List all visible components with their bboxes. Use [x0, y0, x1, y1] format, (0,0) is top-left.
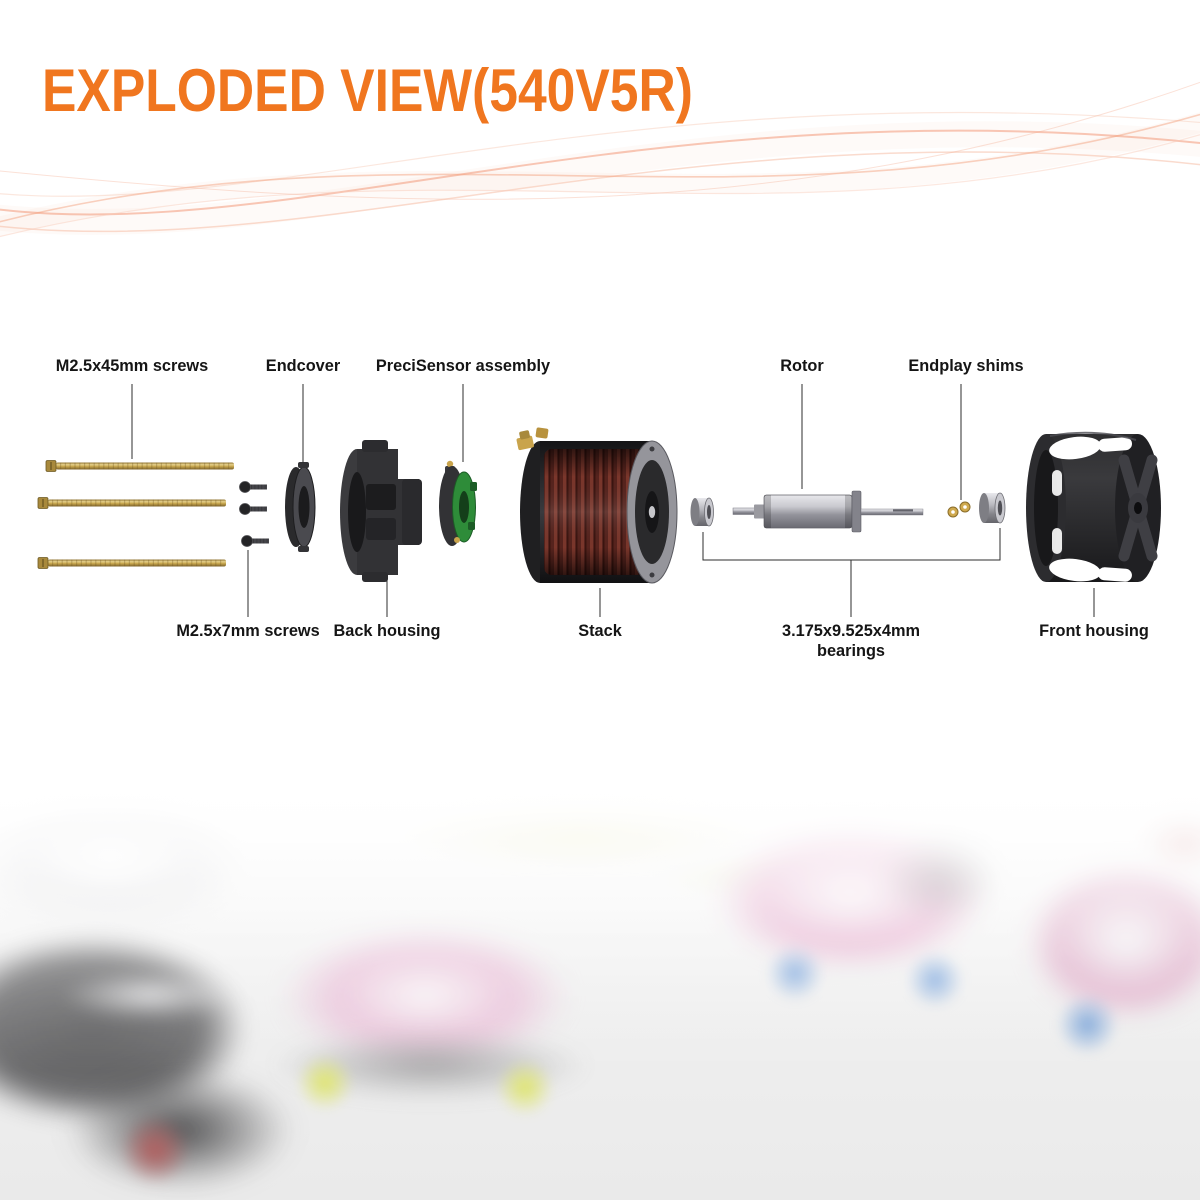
bearing-left-art [690, 497, 714, 527]
rotor-art [732, 490, 924, 533]
label-rotor: Rotor [780, 356, 824, 375]
endplay-shims-art [947, 501, 971, 518]
label-m25x7-screws: M2.5x7mm screws [176, 621, 320, 640]
front-housing-art [1026, 431, 1161, 582]
label-stack: Stack [578, 621, 622, 640]
back-housing-art [340, 440, 422, 582]
page-title: EXPLODED VIEW(540V5R) [42, 57, 693, 124]
white-veil [0, 770, 1200, 1200]
label-front-housing: Front housing [1039, 621, 1149, 640]
background-track-photo [0, 770, 1200, 1200]
label-precisensor-assembly: PreciSensor assembly [375, 356, 551, 375]
m25x45-screws-art [37, 460, 234, 569]
label-endplay-shims: Endplay shims [908, 356, 1024, 375]
label-bearings: 3.175x9.525x4mm bearings [782, 621, 920, 660]
label-endcover: Endcover [265, 356, 341, 375]
fog-overlay [0, 770, 1200, 1200]
label-m25x45-screws: M2.5x45mm screws [55, 356, 209, 375]
m25x7-screws-art [239, 481, 269, 547]
leader-lines [131, 384, 1095, 617]
precisensor-art [439, 460, 477, 546]
decorative-swoosh [0, 81, 1200, 238]
label-back-housing: Back housing [333, 621, 441, 640]
endcover-art [285, 462, 316, 552]
stack-art [516, 427, 678, 584]
bearing-right-art [979, 492, 1006, 524]
